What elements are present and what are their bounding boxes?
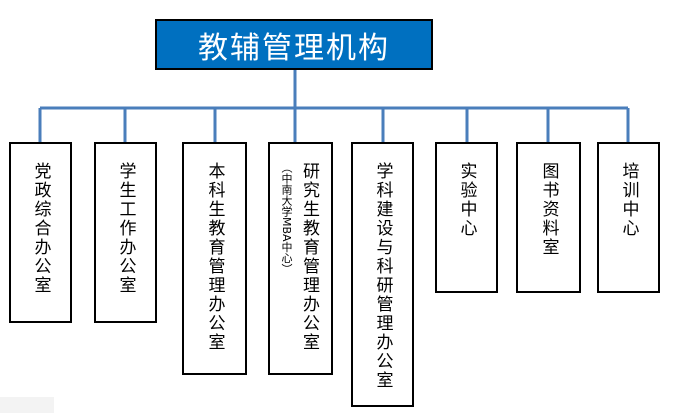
department-title: 本科生教育管理办公室 bbox=[204, 162, 225, 352]
corner-shade bbox=[0, 397, 54, 413]
department-title: 图书资料室 bbox=[538, 162, 559, 257]
department-node-party-admin: 党政综合办公室 bbox=[9, 142, 72, 323]
department-node-training-center: 培训中心 bbox=[597, 142, 660, 293]
department-title: 实验中心 bbox=[456, 162, 477, 238]
department-node-library: 图书资料室 bbox=[516, 142, 581, 293]
department-title: 党政综合办公室 bbox=[30, 162, 51, 295]
department-node-undergraduate: 本科生教育管理办公室 bbox=[182, 142, 247, 375]
root-node-title: 教辅管理机构 bbox=[198, 30, 390, 66]
department-title: 学生工作办公室 bbox=[115, 162, 136, 295]
department-node-graduate: 研究生教育管理办公室 （中南大学MBA中心） bbox=[268, 142, 333, 375]
department-node-student-affairs: 学生工作办公室 bbox=[94, 142, 157, 323]
department-title: 培训中心 bbox=[618, 162, 639, 238]
department-note: （中南大学MBA中心） bbox=[280, 162, 293, 275]
root-node: 教辅管理机构 bbox=[155, 19, 433, 70]
department-node-discipline-research: 学科建设与科研管理办公室 bbox=[351, 142, 414, 407]
department-node-lab-center: 实验中心 bbox=[435, 142, 498, 293]
department-title: 研究生教育管理办公室 bbox=[299, 162, 319, 352]
department-title: 学科建设与科研管理办公室 bbox=[372, 162, 393, 390]
